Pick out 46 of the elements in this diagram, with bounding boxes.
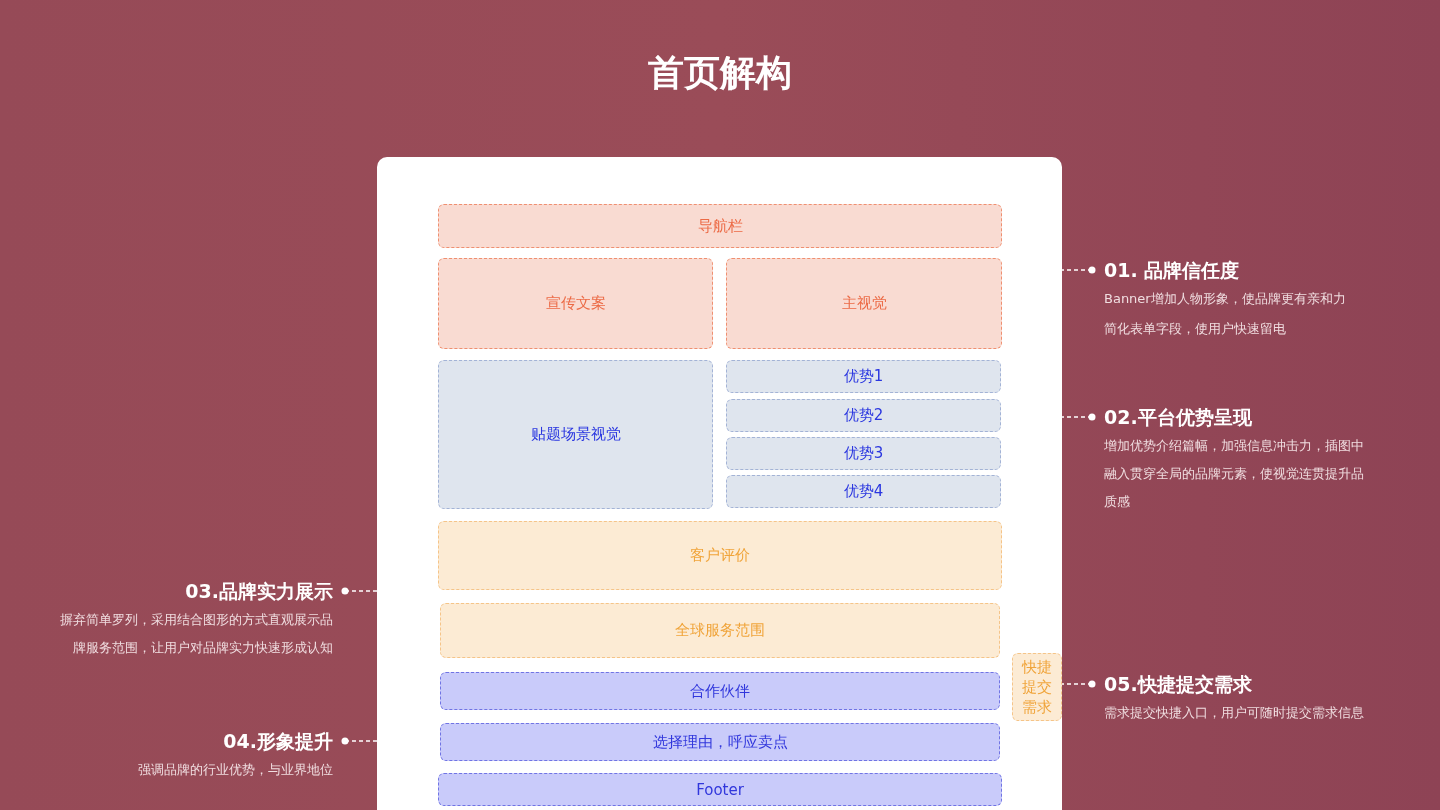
layout-block	[438, 360, 713, 509]
leader-line	[341, 737, 378, 745]
annotation-text: 摒弃简单罗列，采用结合图形的方式直观展示品牌服务范围，让用户对品牌实力快速形成认知	[59, 611, 333, 657]
block-label: 优势3	[843, 444, 884, 463]
annotation-heading: 02.平台优势呈现	[1104, 405, 1253, 430]
block-label: 导航栏	[697, 216, 743, 236]
leader-line	[341, 587, 378, 595]
layout-block	[726, 360, 1001, 393]
layout-block	[726, 258, 1002, 349]
block-label: Footer	[696, 780, 744, 799]
annotation-heading: 03.品牌实力展示	[184, 579, 333, 604]
annotation-text: 简化表单字段，使用户快速留电	[1104, 320, 1287, 338]
page-title: 首页解构	[648, 52, 792, 93]
layout-block	[440, 723, 1000, 761]
annotation-heading: 05.快捷提交需求	[1104, 672, 1253, 697]
leader-line	[1061, 413, 1096, 421]
layout-block	[726, 437, 1001, 470]
annotation-heading: 04.形象提升	[222, 729, 333, 754]
layout-block	[1012, 653, 1062, 721]
block-label: 选择理由，呼应卖点	[652, 732, 788, 752]
annotation-text: 需求提交快捷入口，用户可随时提交需求信息	[1104, 704, 1365, 722]
block-label: 贴题场景视觉	[530, 425, 621, 444]
annotation-text: 强调品牌的行业优势，与业界地位	[137, 761, 333, 779]
layout-block	[438, 773, 1002, 806]
annotation-heading: 01. 品牌信任度	[1104, 258, 1241, 283]
block-label: 优势4	[843, 482, 884, 501]
block-label: 客户评价	[690, 546, 750, 565]
block-label: 快捷提交需求	[1021, 657, 1053, 717]
layout-block	[726, 475, 1001, 508]
layout-block	[438, 204, 1002, 248]
annotation-text: 增加优势介绍篇幅，加强信息冲击力，插图中融入贯穿全局的品牌元素，使视觉连贯提升品质感	[1104, 437, 1365, 511]
block-label: 合作伙伴	[690, 681, 750, 701]
block-label: 全球服务范围	[675, 621, 765, 640]
block-label: 宣传文案	[545, 294, 606, 313]
annotation-text: Banner增加人物形象，使品牌更有亲和力	[1104, 290, 1347, 308]
block-label: 优势1	[843, 367, 884, 386]
layout-block	[440, 603, 1000, 658]
layout-block	[438, 258, 713, 349]
layout-block	[440, 672, 1000, 710]
leader-line	[1061, 680, 1096, 688]
page-card	[377, 157, 1062, 810]
layout-block	[438, 521, 1002, 590]
leader-line	[1061, 266, 1096, 274]
block-label: 主视觉	[841, 294, 887, 313]
block-label: 优势2	[843, 406, 884, 425]
layout-block	[726, 399, 1001, 432]
